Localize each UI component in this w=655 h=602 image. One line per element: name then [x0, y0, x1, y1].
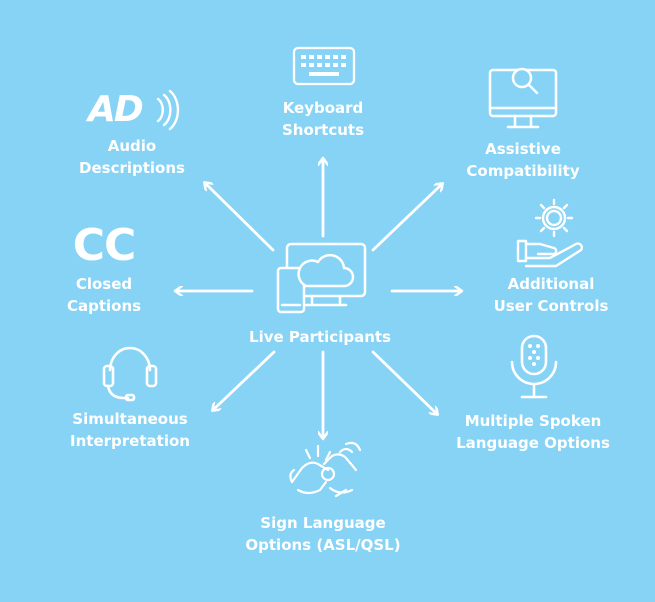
audio-description-icon: AD	[88, 89, 144, 130]
label-line: Captions	[66, 297, 142, 315]
label-keyboard-shortcuts: Keyboard Shortcuts	[282, 97, 364, 141]
label-line: Closed	[75, 275, 133, 293]
label-line: Descriptions	[79, 159, 185, 177]
label-line: Compatibility	[466, 162, 580, 180]
label-audio-descriptions: Audio Descriptions	[79, 135, 185, 179]
label-line: Language Options	[456, 434, 610, 452]
closed-captions-icon: CC	[72, 220, 137, 271]
arrow-spoken	[371, 350, 437, 414]
label-line: Keyboard	[282, 99, 364, 117]
label-additional-user-controls: Additional User Controls	[494, 273, 609, 317]
arrow-assistive	[371, 184, 442, 252]
label-line: Options (ASL/QSL)	[245, 536, 401, 554]
microphone-icon	[510, 334, 558, 399]
label-multiple-spoken-language-options: Multiple Spoken Language Options	[456, 410, 610, 454]
label-assistive-compatibility: Assistive Compatibility	[466, 138, 579, 182]
cloud-devices-icon	[276, 242, 367, 314]
arrow-audio	[205, 183, 275, 252]
label-simultaneous-interpretation: Simultaneous Interpretation	[70, 408, 190, 452]
label-sign-language-options: Sign Language Options (ASL/QSL)	[245, 512, 400, 556]
sign-language-hands-icon	[289, 441, 362, 498]
center-label: Live Participants	[249, 328, 391, 346]
keyboard-icon	[292, 46, 356, 86]
hand-gear-icon	[516, 198, 584, 268]
audio-waves	[156, 89, 180, 131]
label-line: Additional	[507, 275, 595, 293]
headset-icon	[102, 346, 158, 402]
label-line: Simultaneous	[72, 410, 188, 428]
label-line: User Controls	[493, 297, 609, 315]
label-line: Assistive	[485, 140, 561, 158]
monitor-magnifier-icon	[488, 67, 558, 129]
label-line: Sign Language	[260, 514, 386, 532]
label-line: Multiple Spoken	[464, 412, 602, 430]
label-line: Shortcuts	[281, 121, 365, 139]
label-line: Audio	[107, 137, 157, 155]
label-closed-captions: Closed Captions	[67, 273, 141, 317]
label-line: Interpretation	[70, 432, 190, 450]
arrow-interpretation	[213, 350, 276, 410]
